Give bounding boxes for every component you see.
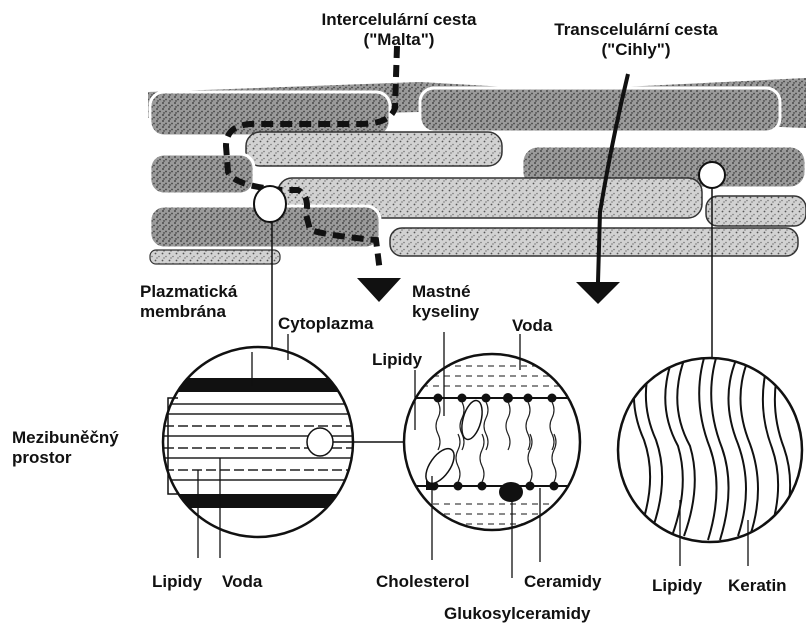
transcellular-arrowhead <box>576 282 620 304</box>
intercellular-space-label: Mezibuněčný prostor <box>12 428 119 467</box>
corneocyte <box>150 154 254 194</box>
keratin-label: Keratin <box>728 576 787 596</box>
transcellular-route-label: Transcelulární cesta ("Cihly") <box>520 20 752 59</box>
cholesterol-body <box>307 428 333 456</box>
corneocyte <box>706 196 806 226</box>
intercellular-route-alias: ("Malta") <box>268 30 530 50</box>
fatty-acids-label: Mastné kyseliny <box>412 282 479 321</box>
intercellular-arrowhead <box>357 278 401 302</box>
lipids-left-label: Lipidy <box>152 572 202 592</box>
ceramides-label: Ceramidy <box>524 572 601 592</box>
plasma-membrane-line1: Plazmatická <box>140 282 237 302</box>
water-left-label: Voda <box>222 572 262 592</box>
glucosylceramide-head <box>499 482 523 502</box>
water-mid-label: Voda <box>512 316 552 336</box>
magnify-marker-right <box>699 162 725 188</box>
magnify-marker-left <box>254 186 286 222</box>
corneocyte <box>390 228 798 256</box>
transcellular-route-title: Transcelulární cesta <box>520 20 752 40</box>
corneocyte <box>150 92 390 136</box>
cytoplasm-label: Cytoplazma <box>278 314 373 334</box>
plasma-membrane-label: Plazmatická membrána <box>140 282 237 321</box>
corneocyte <box>150 250 280 264</box>
plasma-membrane-line2: membrána <box>140 302 237 322</box>
intercellular-route-label: Intercelulární cesta ("Malta") <box>268 10 530 49</box>
corneocyte <box>420 88 780 132</box>
intercellular-space-line2: prostor <box>12 448 119 468</box>
zoom-circle-lipids <box>400 350 590 540</box>
zoom-circle-keratin <box>615 355 805 545</box>
cholesterol-label: Cholesterol <box>376 572 470 592</box>
intercellular-route-title: Intercelulární cesta <box>268 10 530 30</box>
glucosylceramides-label: Glukosylceramidy <box>444 604 590 624</box>
intercellular-space-line1: Mezibuněčný <box>12 428 119 448</box>
lipids-mid-label: Lipidy <box>372 350 422 370</box>
fatty-acids-line1: Mastné <box>412 282 479 302</box>
zoom-circle-membrane <box>150 340 370 550</box>
fatty-acids-line2: kyseliny <box>412 302 479 322</box>
corneocyte <box>246 132 502 166</box>
transcellular-route-alias: ("Cihly") <box>520 40 752 60</box>
lipids-right-label: Lipidy <box>652 576 702 596</box>
